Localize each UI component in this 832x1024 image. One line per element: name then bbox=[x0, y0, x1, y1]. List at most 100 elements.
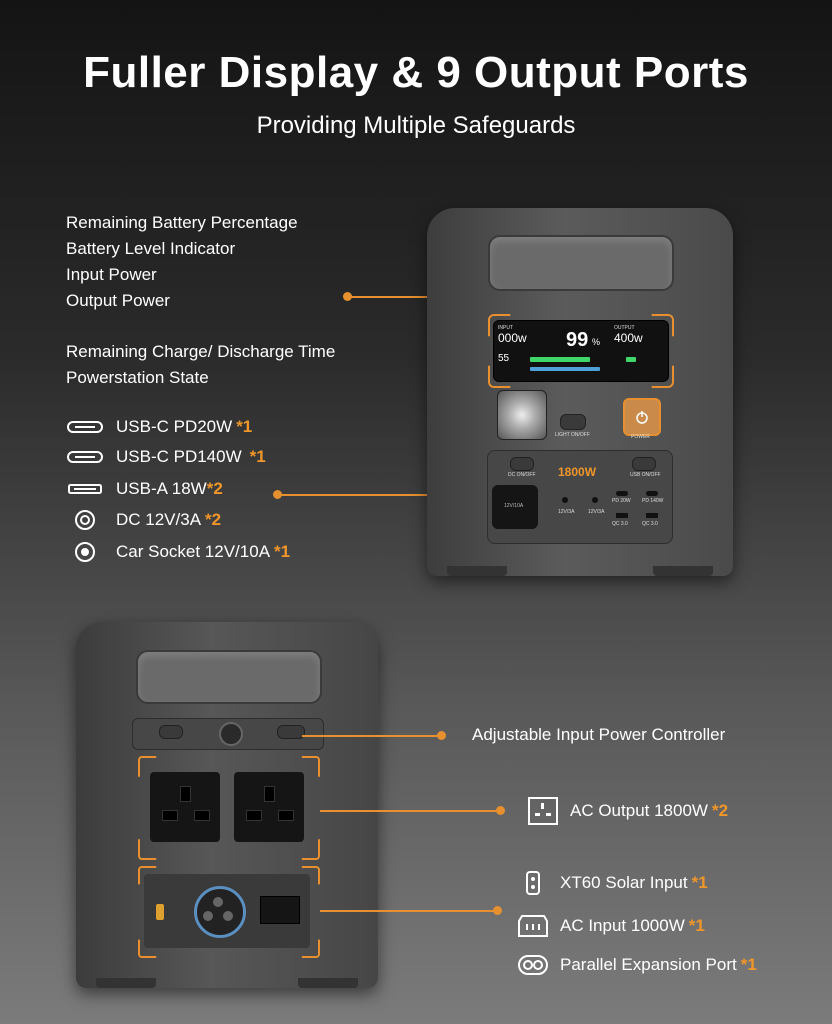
xt60-label: XT60 Solar Input*1 bbox=[518, 870, 708, 896]
parallel-text: Parallel Expansion Port bbox=[560, 955, 737, 974]
foot-left bbox=[447, 566, 507, 576]
callout-dot-display bbox=[343, 292, 352, 301]
power-station-front: INPUT 000w 99 % OUTPUT 400w 55 LIGHT ON/… bbox=[427, 208, 733, 576]
usb-a-port-1 bbox=[616, 513, 628, 518]
battery-level-bar bbox=[530, 357, 590, 362]
input-power-slider[interactable] bbox=[277, 725, 305, 739]
footnote-ref: *1 bbox=[691, 873, 708, 892]
parallel-label: Parallel Expansion Port*1 bbox=[518, 952, 757, 978]
usb-button-label: USB ON/OFF bbox=[630, 472, 661, 478]
ac-input-text: AC Input 1000W bbox=[560, 916, 685, 935]
input-value: 000w bbox=[498, 331, 527, 345]
led-light bbox=[497, 390, 547, 440]
battery-percent: 99 bbox=[566, 329, 589, 351]
ac-toggle-button[interactable] bbox=[159, 725, 183, 739]
port-item-dc: DC 12V/3A*2 bbox=[66, 507, 221, 533]
carry-handle bbox=[136, 650, 322, 704]
lcd-screen: INPUT 000w 99 % OUTPUT 400w 55 bbox=[493, 320, 669, 382]
carry-handle bbox=[488, 235, 674, 291]
wattage-label: 1800W bbox=[558, 465, 597, 479]
outlet-pin bbox=[194, 810, 210, 821]
feature-input-power: Input Power bbox=[66, 265, 157, 284]
port-item-usb-c-20: USB-C PD20W*1 bbox=[66, 414, 252, 440]
car-socket: 12V/10A bbox=[492, 485, 538, 529]
port-pin bbox=[213, 897, 223, 907]
dc-port-2-label: 12V/3A bbox=[588, 509, 605, 515]
footnote-ref: *1 bbox=[236, 417, 253, 436]
controller-label: Adjustable Input Power Controller bbox=[472, 722, 725, 748]
status-icons-row bbox=[530, 367, 600, 371]
footnote-ref: *2 bbox=[711, 801, 729, 820]
outlet-pin bbox=[246, 810, 262, 821]
outlet-pin bbox=[162, 810, 178, 821]
usb-c-port-icon bbox=[66, 451, 104, 463]
usb-a-port-icon bbox=[66, 484, 104, 494]
usb-toggle-button[interactable] bbox=[632, 457, 656, 471]
parallel-port-icon bbox=[518, 955, 548, 975]
light-button-label: LIGHT ON/OFF bbox=[555, 432, 590, 438]
power-button[interactable] bbox=[623, 398, 661, 436]
dc-port-1 bbox=[562, 497, 568, 503]
usb-a-port-2 bbox=[646, 513, 658, 518]
callout-line-ac-output bbox=[320, 810, 500, 812]
parallel-port bbox=[194, 886, 246, 938]
usb-c-port-2-label: PD 140W bbox=[642, 498, 664, 504]
foot-right bbox=[298, 978, 358, 988]
xt60-text: XT60 Solar Input bbox=[560, 873, 688, 892]
callout-dot-inputs bbox=[493, 906, 502, 915]
usb-c-port-icon bbox=[66, 421, 104, 433]
page-subtitle: Providing Multiple Safeguards bbox=[256, 112, 576, 139]
ac-input-icon bbox=[518, 915, 548, 937]
dc-port-2 bbox=[592, 497, 598, 503]
port-label: Car Socket 12V/10A bbox=[116, 542, 271, 561]
port-item-car-socket: Car Socket 12V/10A*1 bbox=[66, 539, 290, 565]
overload-reset-button[interactable] bbox=[219, 722, 243, 746]
car-socket-icon bbox=[66, 541, 104, 563]
page-title: Fuller Display & 9 Output Ports bbox=[83, 48, 749, 97]
callout-line-ports bbox=[280, 494, 488, 496]
callout-dot-ac-output bbox=[496, 806, 505, 815]
input-panel bbox=[144, 874, 310, 948]
output-panel: DC ON/OFF 1800W USB ON/OFF 12V/10A 12V/3… bbox=[487, 450, 673, 544]
feature-powerstation-state: Powerstation State bbox=[66, 368, 209, 387]
footnote-ref: *1 bbox=[274, 542, 291, 561]
usb-a-port-2-label: QC 3.0 bbox=[642, 521, 658, 527]
callout-dot-ports bbox=[273, 490, 282, 499]
dc-toggle-button[interactable] bbox=[510, 457, 534, 471]
port-label: DC 12V/3A bbox=[116, 510, 202, 529]
ac-input-port bbox=[260, 896, 300, 924]
port-label: USB-C PD140W bbox=[116, 447, 242, 466]
footnote-ref: *2 bbox=[206, 479, 223, 498]
state-indicator bbox=[626, 357, 636, 362]
footnote-ref: *1 bbox=[249, 447, 266, 466]
usb-a-port-1-label: QC 3.0 bbox=[612, 521, 628, 527]
port-item-usb-a: USB-A 18W*2 bbox=[66, 476, 223, 502]
ac-outlet-1 bbox=[150, 772, 220, 842]
ac-input-label: AC Input 1000W*1 bbox=[518, 913, 705, 939]
footnote-ref: *1 bbox=[740, 955, 757, 974]
input-label: INPUT bbox=[498, 325, 513, 331]
output-label: OUTPUT bbox=[614, 325, 635, 331]
power-button-label: POWER bbox=[631, 434, 650, 440]
dc-port-icon bbox=[66, 509, 104, 531]
ac-outlet-icon bbox=[528, 797, 558, 825]
ac-output-text: AC Output 1800W bbox=[570, 801, 708, 820]
feature-remaining-time: Remaining Charge/ Discharge Time bbox=[66, 342, 336, 361]
percent-sign: % bbox=[592, 337, 601, 347]
outlet-pin bbox=[278, 810, 294, 821]
port-item-usb-c-140: USB-C PD140W *1 bbox=[66, 444, 266, 470]
light-toggle-button[interactable] bbox=[560, 414, 586, 430]
control-strip bbox=[132, 718, 324, 750]
feature-output-power: Output Power bbox=[66, 291, 170, 310]
xt60-port bbox=[156, 904, 164, 920]
power-icon bbox=[636, 411, 648, 424]
remaining-time: 55 bbox=[498, 353, 510, 364]
dc-port-1-label: 12V/3A bbox=[558, 509, 575, 515]
footnote-ref: *2 bbox=[205, 510, 222, 529]
feature-battery-percentage: Remaining Battery Percentage bbox=[66, 213, 298, 232]
usb-c-port-1 bbox=[616, 491, 628, 496]
output-value: 400w bbox=[614, 331, 643, 345]
usb-c-port-2 bbox=[646, 491, 658, 496]
foot-left bbox=[96, 978, 156, 988]
car-socket-label: 12V/10A bbox=[504, 503, 524, 509]
